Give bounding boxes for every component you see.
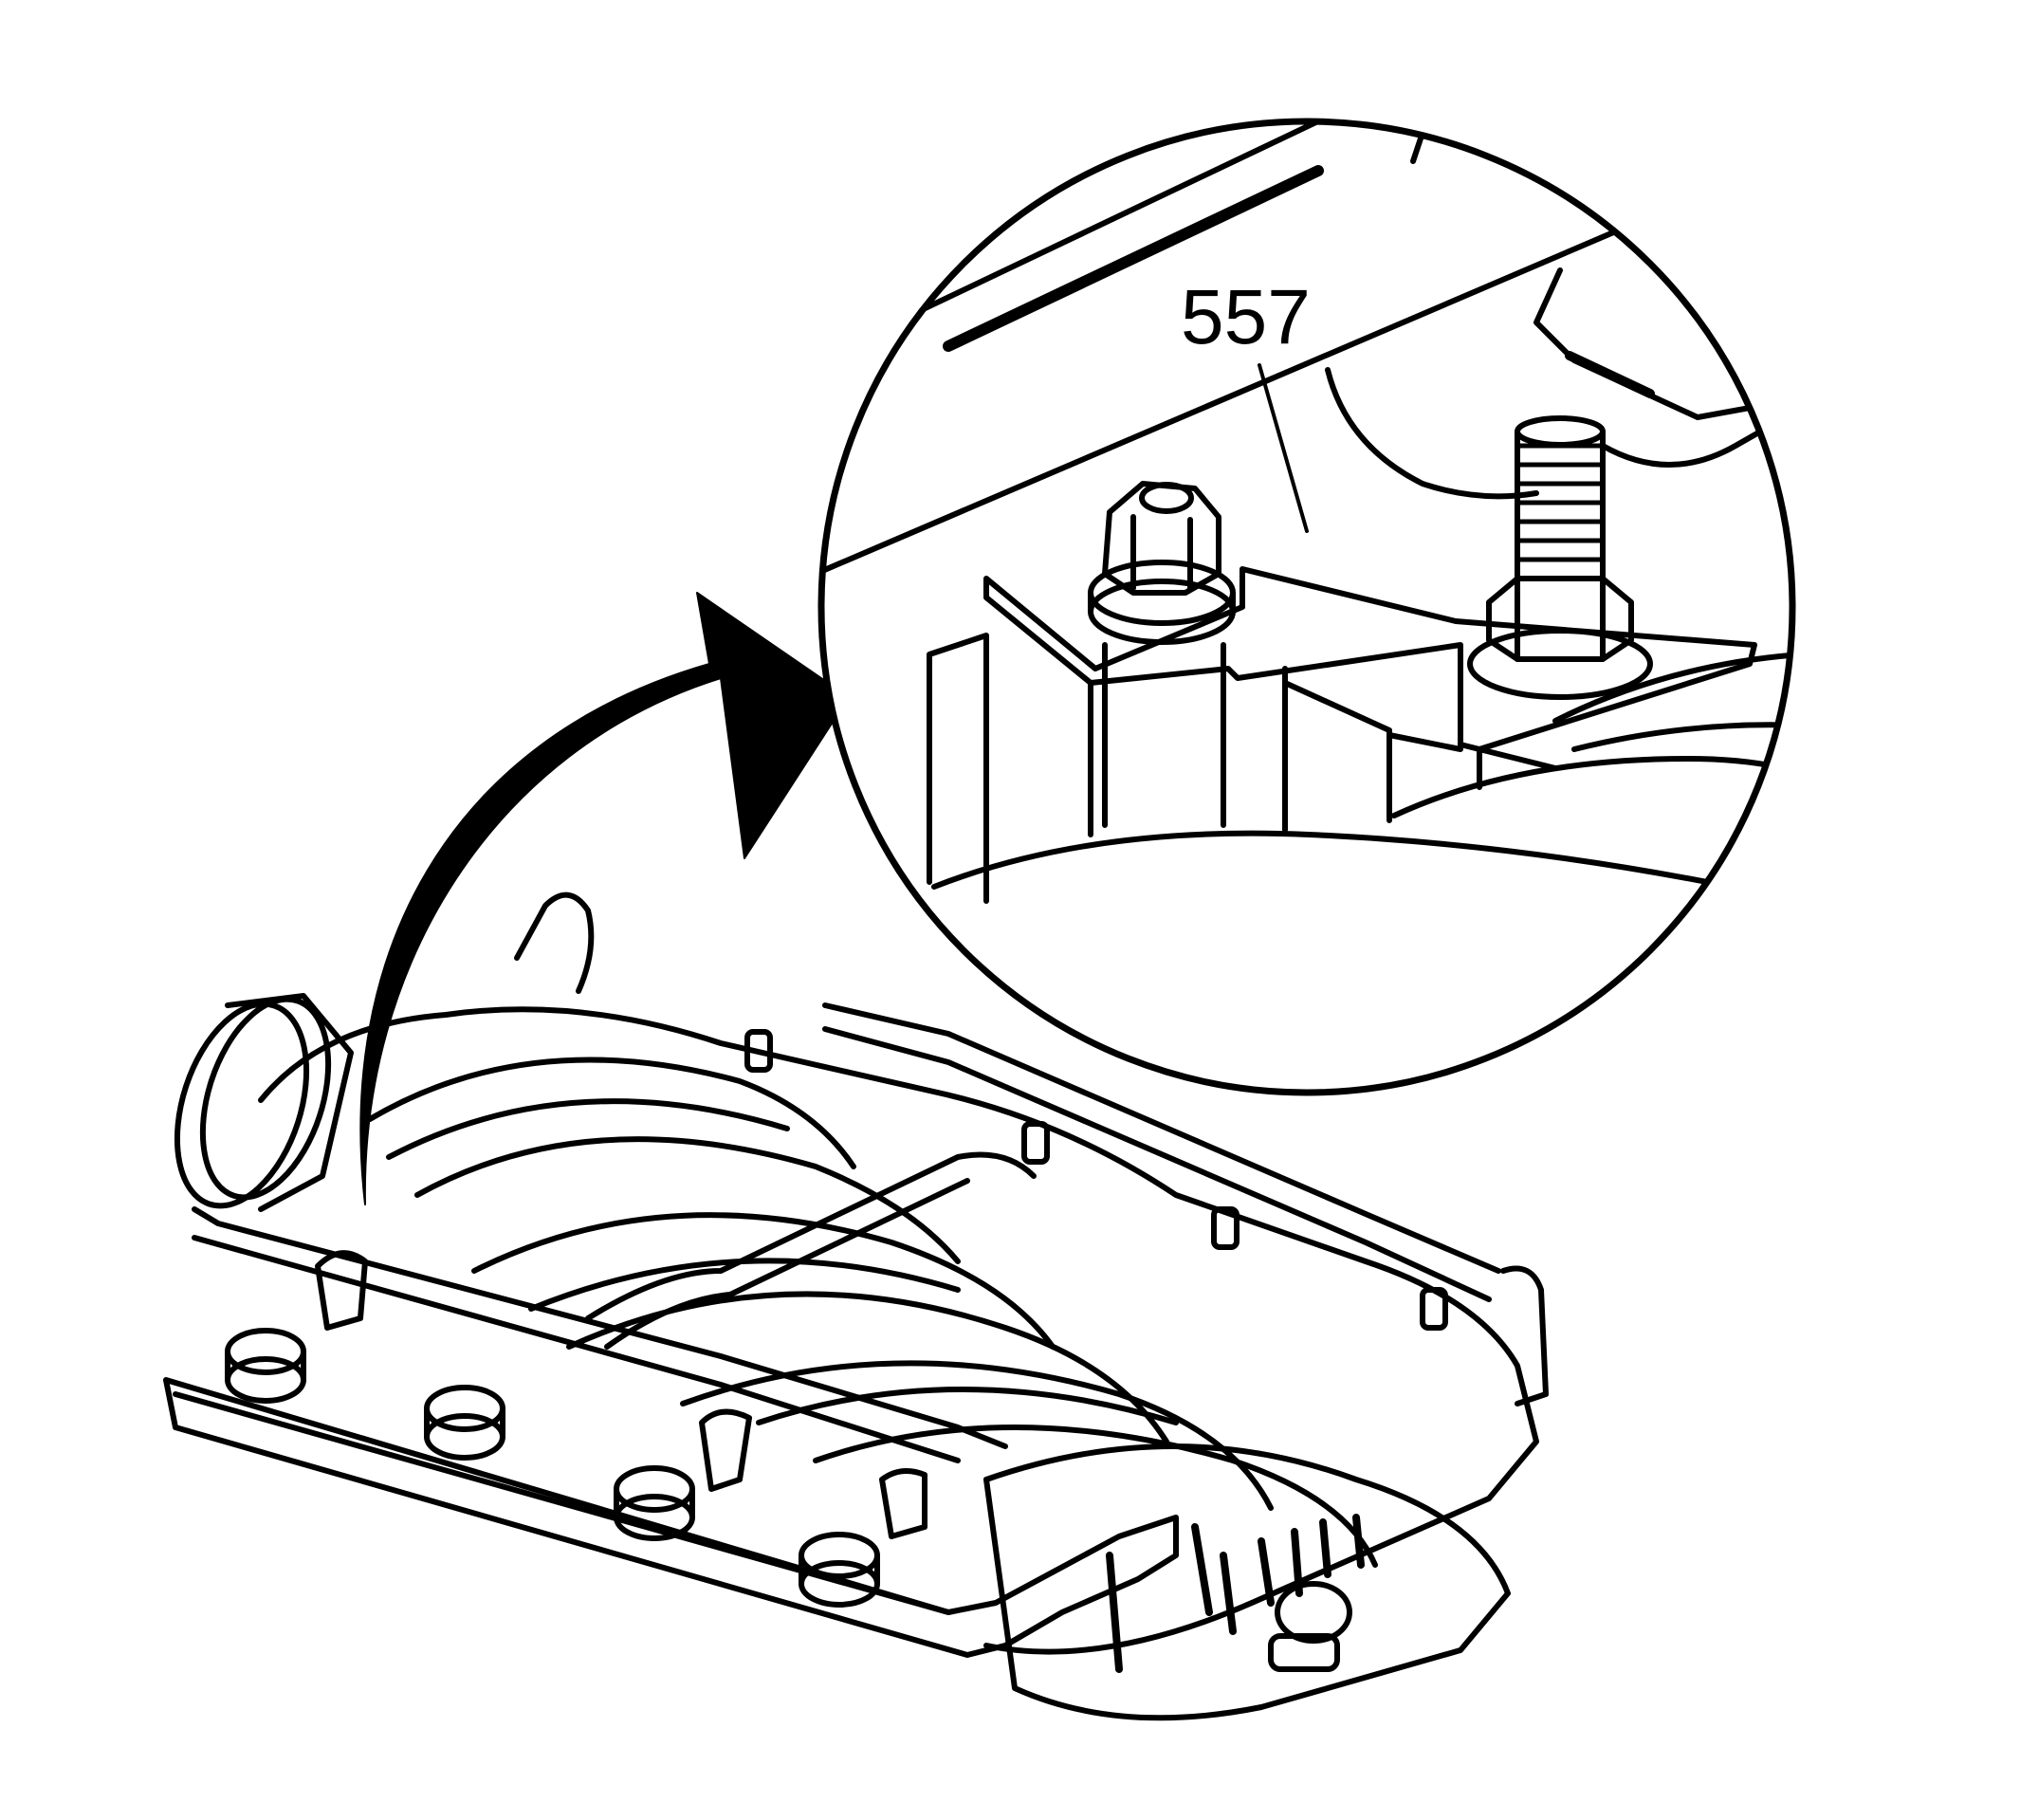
bolt-cluster	[424, 1385, 505, 1461]
connector-slot	[1565, 351, 1655, 398]
base-plate-edge	[173, 1391, 951, 1615]
bolt-cluster	[225, 1328, 306, 1404]
fuel-rail-rear-2	[822, 1026, 1492, 1302]
block-right	[1477, 746, 1558, 790]
runner-2	[414, 1136, 961, 1264]
rail-bracket-rear	[1500, 1265, 1549, 1406]
callout-label: 557	[1181, 274, 1311, 360]
bolt-cluster	[799, 1532, 880, 1608]
runner-groove-a	[386, 1098, 790, 1160]
stud-right	[1467, 415, 1653, 700]
rail-bracket-right	[879, 1468, 927, 1539]
runner-1	[367, 1057, 856, 1169]
throttle-body	[174, 993, 354, 1212]
nut-left	[1088, 481, 1236, 828]
lower-surface-2	[1391, 756, 1792, 818]
plenum-outline	[258, 1006, 1539, 1655]
detail-view: 557	[817, 118, 1796, 1096]
fuel-rail-front	[192, 1206, 1008, 1449]
block-face	[1088, 666, 1288, 837]
inlet-tube	[514, 892, 595, 994]
callout-arrow	[359, 592, 850, 1205]
front-bolts	[225, 1328, 880, 1608]
connector-lower	[1600, 405, 1792, 468]
bolt-cluster	[614, 1465, 695, 1541]
lower-surface-3	[1571, 722, 1792, 752]
block-left	[927, 633, 989, 904]
upper-panel-thick-line	[943, 165, 1324, 352]
intake-manifold-assembly	[163, 892, 1549, 1721]
connector-curve	[1325, 367, 1539, 500]
rail-bracket-mid	[699, 1408, 752, 1492]
cover-ribs	[1106, 1514, 1365, 1673]
runner-6	[813, 1425, 1378, 1568]
front-cover	[983, 1443, 1511, 1721]
runner-groove-c	[756, 1387, 1179, 1425]
lower-surface-right	[1552, 652, 1792, 724]
stud-left-lower	[1102, 642, 1226, 828]
lower-surface	[931, 830, 1757, 894]
fuel-rail-front-2	[192, 1235, 961, 1463]
block-step	[1282, 680, 1463, 823]
detail-circle	[817, 118, 1796, 1096]
runner-5	[680, 1360, 1274, 1511]
rail-bracket-left	[315, 1250, 368, 1331]
callout-leader-line	[1258, 363, 1309, 533]
crossover-hose-2	[604, 1178, 970, 1350]
rear-studs	[744, 1029, 1448, 1331]
runner-3	[471, 1212, 1056, 1350]
crossover-hose	[585, 1151, 1037, 1321]
front-sensor	[1268, 1581, 1352, 1672]
manifold-base-plate	[163, 1377, 1179, 1658]
fuel-rail-rear	[822, 1002, 1501, 1274]
